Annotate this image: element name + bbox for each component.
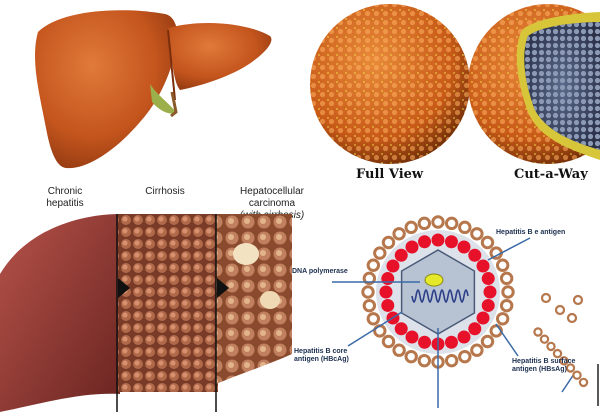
envelope-particle [381,235,396,250]
pointer-free-particles [561,373,575,393]
envelope-particle [373,324,387,338]
envelope-particle [381,334,396,349]
envelope-particle [361,285,375,299]
envelope-particle [392,227,406,241]
label-cirrhosis: Cirrhosis [145,186,185,197]
capsid-protein [405,240,419,254]
capsid-protein [483,285,497,299]
capsid-protein [468,322,482,336]
surface-antigen-filament [552,348,563,359]
envelope-particle [404,349,418,364]
envelope-particle [501,285,515,299]
surface-antigen-filament [539,334,550,344]
envelope-particle [444,353,459,368]
dna-polymerase [424,273,444,287]
surface-antigen-filament [578,377,589,388]
pointer-core-antigen [347,311,403,347]
envelope-particle [495,312,510,326]
hbv-virion-models: Full View Cut-a-Way [300,0,600,180]
liver-left-lobe [168,22,272,90]
surface-antigen-sphere [566,312,578,324]
envelope-particle [373,246,387,260]
surface-antigen-sphere [554,304,566,316]
capsid-protein [476,311,490,325]
gallbladder [150,84,176,114]
chronic-hepatitis-tissue [0,214,120,412]
capsid-protein [386,259,400,273]
pointer-e-antigen [487,237,531,261]
capsid-protein [431,233,445,247]
envelope-particle [470,343,484,357]
capsid-protein [381,298,395,312]
envelope-particle [458,220,472,235]
capsid-protein [418,335,432,349]
healthy-liver-illustration [0,0,295,182]
carcinoma-tissue [216,214,292,384]
surface-antigen-filament [565,363,576,373]
envelope-particle [404,220,418,235]
envelope-particle [362,298,377,313]
cirrhosis-tissue [118,214,218,392]
surface-antigen-filament [546,341,556,352]
envelope-particle [458,349,472,364]
capsid-protein [405,330,419,344]
envelope-particle [495,258,510,272]
capsid-protein [379,285,393,299]
envelope-particle [480,235,495,250]
envelope-particle [417,353,432,368]
cut-away-caption: Cut-a-Way [514,167,588,180]
envelope-particle [366,312,381,326]
surface-antigen-filament [572,370,582,380]
annotation-surface-antigen: Hepatitis B surface antigen (HBsAg) [512,358,576,373]
envelope-particle [362,271,377,286]
capsid-protein [381,272,395,286]
hbv-structure-diagram: Hepatitis B e antigen DNA polymerase Hep… [292,196,600,412]
envelope-particle [470,227,484,241]
surface-antigen-filament [559,356,569,366]
label-chronic-hepatitis: Chronic hepatitis [46,186,84,209]
pointer-surface-antigen [495,323,519,357]
envelope-particle [499,271,514,286]
envelope-particle [431,215,445,229]
annotation-dna-polymerase: DNA polymerase [292,268,348,275]
liver-disease-progression [0,214,292,412]
envelope-particle [366,258,381,272]
capsid-protein [444,335,458,349]
full-view-caption: Full View [356,167,424,180]
capsid-protein [394,322,408,336]
capsid-protein [481,272,495,286]
capsid-protein [457,330,471,344]
viral-dna [411,289,469,303]
envelope-particle [444,216,459,231]
capsid-protein [468,248,482,262]
liver-right-lobe [35,10,178,169]
envelope-particle [392,343,406,357]
annotation-e-antigen: Hepatitis B e antigen [496,229,566,236]
capsid-protein [457,240,471,254]
surface-antigen-sphere [572,294,584,306]
surface-antigen-sphere [540,292,552,304]
envelope-particle [417,216,432,231]
free-surface-antigen-particles [533,292,589,388]
capsid-protein [394,248,408,262]
capsid-protein [476,259,490,273]
capsid-protein [418,235,432,249]
envelope-particle [499,298,514,313]
capsid-protein [444,235,458,249]
surface-antigen-filament [533,327,543,337]
annotation-core-antigen: Hepatitis B core antigen (HBcAg) [294,348,349,363]
capsid-protein [481,298,495,312]
envelope-particle [480,334,495,349]
